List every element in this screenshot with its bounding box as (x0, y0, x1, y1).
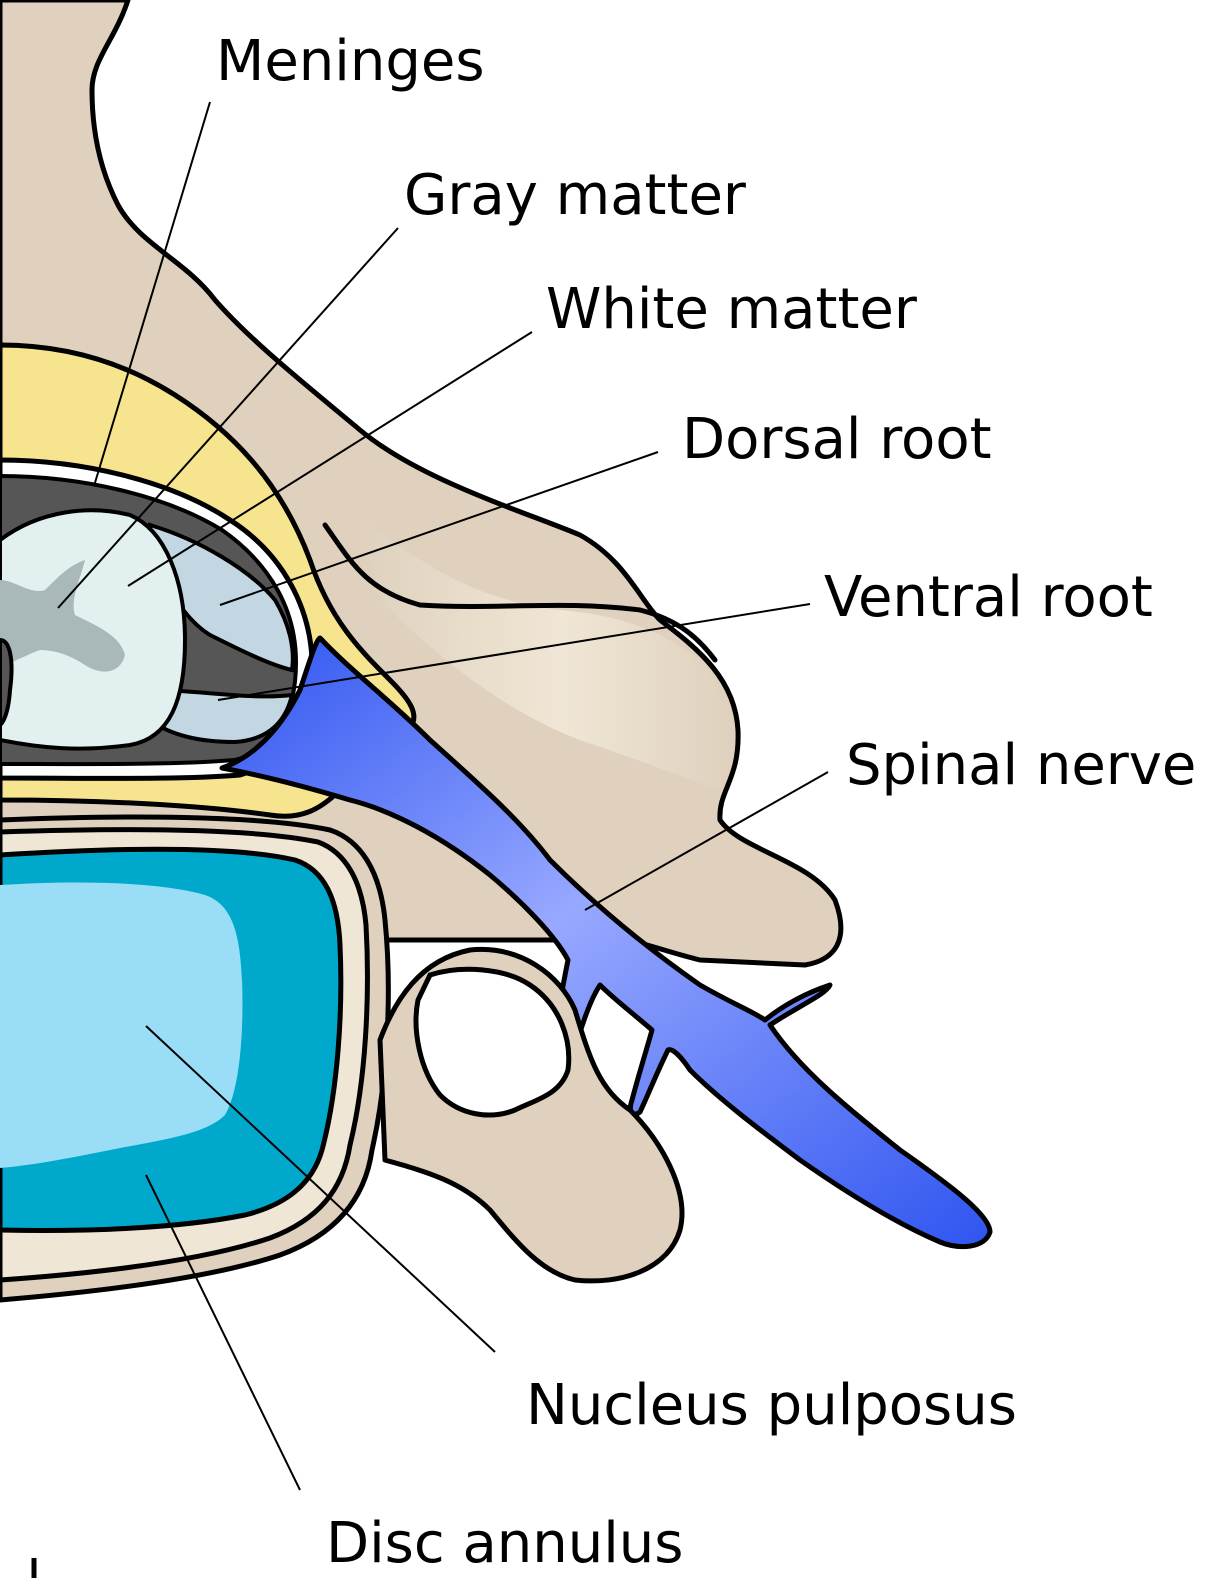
label-ventral-root: Ventral root (824, 565, 1153, 630)
spinal-nerve-leader (584, 771, 829, 911)
label-dorsal-root: Dorsal root (682, 407, 992, 472)
nucleus-pulposus (0, 882, 243, 1168)
white-matter-leader (127, 331, 533, 587)
label-meninges: Meninges (216, 29, 485, 94)
label-spinal-nerve: Spinal nerve (846, 733, 1196, 798)
label-white-matter: White matter (546, 277, 918, 342)
central-canal-notch (0, 637, 14, 728)
intervertebral-foramen (413, 966, 572, 1118)
disc-annulus-leader (145, 1174, 301, 1491)
gray-matter (0, 560, 125, 672)
gray-matter-leader (57, 227, 399, 609)
dorsal-root-leader (219, 451, 659, 606)
label-disc-annulus: Disc annulus (326, 1511, 683, 1576)
dorsal-root (148, 522, 295, 673)
meninges-leader (93, 101, 211, 487)
label-gray-matter: Gray matter (404, 163, 747, 228)
label-nucleus-pulposus: Nucleus pulposus (526, 1373, 1017, 1438)
ventral-root-leader (217, 603, 811, 701)
nucleus-pulposus-leader (145, 1025, 496, 1353)
articular-process (360, 520, 729, 790)
